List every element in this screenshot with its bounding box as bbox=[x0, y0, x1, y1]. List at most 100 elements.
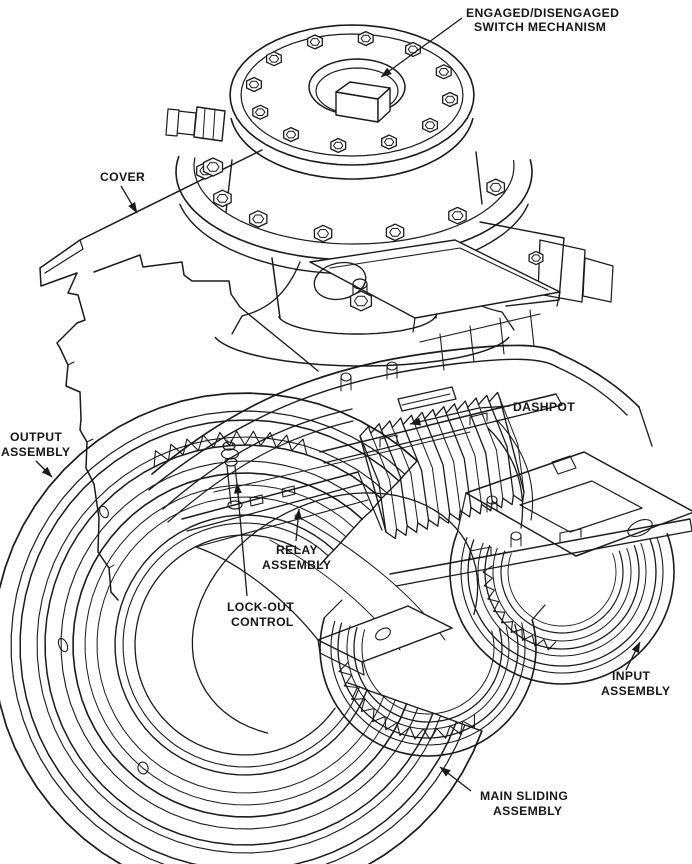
hex-bolt bbox=[357, 30, 374, 47]
sliding-ring bbox=[319, 617, 537, 757]
bellows-rib bbox=[499, 398, 525, 493]
input-stud bbox=[486, 499, 498, 513]
hex-bolt bbox=[435, 64, 452, 80]
rail-line bbox=[499, 317, 505, 355]
input-ring bbox=[449, 532, 675, 685]
input-pocket bbox=[519, 480, 643, 533]
input-stud bbox=[510, 535, 522, 548]
rail-line bbox=[469, 546, 492, 561]
sliding-ring bbox=[361, 629, 495, 715]
output-ring bbox=[122, 522, 361, 768]
skirt-edge bbox=[231, 315, 243, 335]
hex-bolt-top bbox=[317, 229, 329, 238]
rail-line bbox=[281, 485, 296, 498]
right-shelf bbox=[479, 221, 565, 307]
hex-bolt bbox=[486, 178, 506, 197]
bellows-bottom-edge bbox=[385, 491, 525, 540]
hex-bolt bbox=[265, 51, 282, 67]
hex-bolt-top bbox=[206, 162, 220, 172]
bellows-end bbox=[499, 398, 525, 493]
input-ring bbox=[500, 550, 624, 634]
hex-bolt-top bbox=[309, 38, 321, 46]
housing-band bbox=[151, 344, 561, 475]
top-flange-outer bbox=[229, 24, 475, 166]
switch-mechanism-top bbox=[165, 24, 614, 367]
hex-bolt-top bbox=[353, 295, 369, 307]
rail-stud bbox=[340, 372, 352, 382]
output-cut-face-upper bbox=[319, 460, 418, 566]
valve-disc bbox=[220, 448, 240, 460]
leader-lockout-control bbox=[233, 482, 248, 597]
cover-edge bbox=[93, 254, 241, 308]
leader-relay-assembly bbox=[294, 508, 303, 542]
switch-shaft-side bbox=[377, 87, 391, 123]
hex-bolt bbox=[283, 126, 300, 143]
label-input-assembly-2: ASSEMBLY bbox=[601, 684, 670, 698]
housing-band bbox=[167, 420, 354, 523]
input-stud bbox=[510, 531, 522, 541]
leader-output-assembly bbox=[35, 460, 53, 478]
input-slot bbox=[627, 519, 653, 537]
bellows-rib bbox=[434, 415, 461, 511]
neck-bottom bbox=[278, 316, 436, 335]
bellows-rib bbox=[402, 423, 430, 521]
cover-edge bbox=[56, 272, 119, 601]
output-ring bbox=[44, 444, 434, 846]
hex-bolt bbox=[442, 91, 459, 108]
valve-disc bbox=[224, 457, 238, 467]
cover-edge bbox=[44, 239, 84, 274]
rail-line bbox=[357, 471, 383, 531]
housing-band bbox=[556, 366, 628, 416]
input-ring bbox=[507, 553, 617, 627]
input-cut bbox=[456, 492, 467, 535]
bellows-rib bbox=[456, 409, 482, 505]
bellows-top-edge bbox=[359, 391, 501, 437]
hex-bolt bbox=[248, 210, 268, 228]
sliding-ring bbox=[330, 620, 526, 746]
bore-inner-wall bbox=[191, 492, 479, 734]
leader-cover bbox=[120, 185, 138, 214]
leader-switch-mechanism bbox=[380, 17, 463, 78]
label-output-assembly-2: ASSEMBLY bbox=[1, 445, 70, 459]
input-ring bbox=[477, 542, 647, 657]
label-lockout-control-1: LOCK-OUT bbox=[227, 600, 294, 614]
labels: ENGAGED/DISENGAGED SWITCH MECHANISM COVE… bbox=[1, 6, 670, 818]
leader-input-assembly bbox=[625, 641, 641, 671]
rail-line bbox=[559, 528, 582, 543]
lower-flange-inner bbox=[193, 157, 515, 245]
cover-edge bbox=[86, 438, 94, 443]
hex-bolt bbox=[202, 157, 224, 177]
housing-band bbox=[148, 358, 558, 491]
hex-bolt bbox=[381, 134, 398, 150]
output-assembly-rings bbox=[0, 392, 483, 864]
rail-stud bbox=[386, 365, 398, 380]
label-main-sliding-1: MAIN SLIDING bbox=[480, 789, 568, 803]
rail-line bbox=[195, 499, 369, 548]
label-input-assembly-1: INPUT bbox=[612, 669, 651, 683]
rail-line bbox=[186, 483, 363, 532]
hex-bolt bbox=[213, 189, 232, 208]
output-ring bbox=[60, 460, 419, 830]
valve-tip bbox=[226, 439, 234, 447]
hex-bolt-top bbox=[360, 34, 371, 43]
input-ring bbox=[460, 536, 664, 674]
ring-hole bbox=[99, 505, 109, 519]
hex-bolt-top bbox=[438, 68, 449, 76]
plate-edge bbox=[195, 546, 319, 641]
valve-disc bbox=[222, 441, 236, 451]
hex-bolt-top bbox=[252, 214, 265, 224]
hex-bolt bbox=[349, 290, 373, 312]
rail-line bbox=[249, 494, 264, 507]
right-block bbox=[537, 239, 586, 303]
hex-bolt bbox=[385, 223, 405, 242]
bellows-rib bbox=[478, 404, 504, 499]
rail-line bbox=[419, 313, 541, 343]
input-ring bbox=[492, 547, 632, 642]
hex-bolt-top bbox=[444, 95, 456, 104]
rail-line bbox=[401, 393, 451, 406]
label-relay-assembly-1: RELAY bbox=[276, 543, 318, 557]
rail-line bbox=[469, 325, 475, 363]
hex-bolt bbox=[448, 206, 467, 225]
rail-line bbox=[555, 393, 563, 406]
